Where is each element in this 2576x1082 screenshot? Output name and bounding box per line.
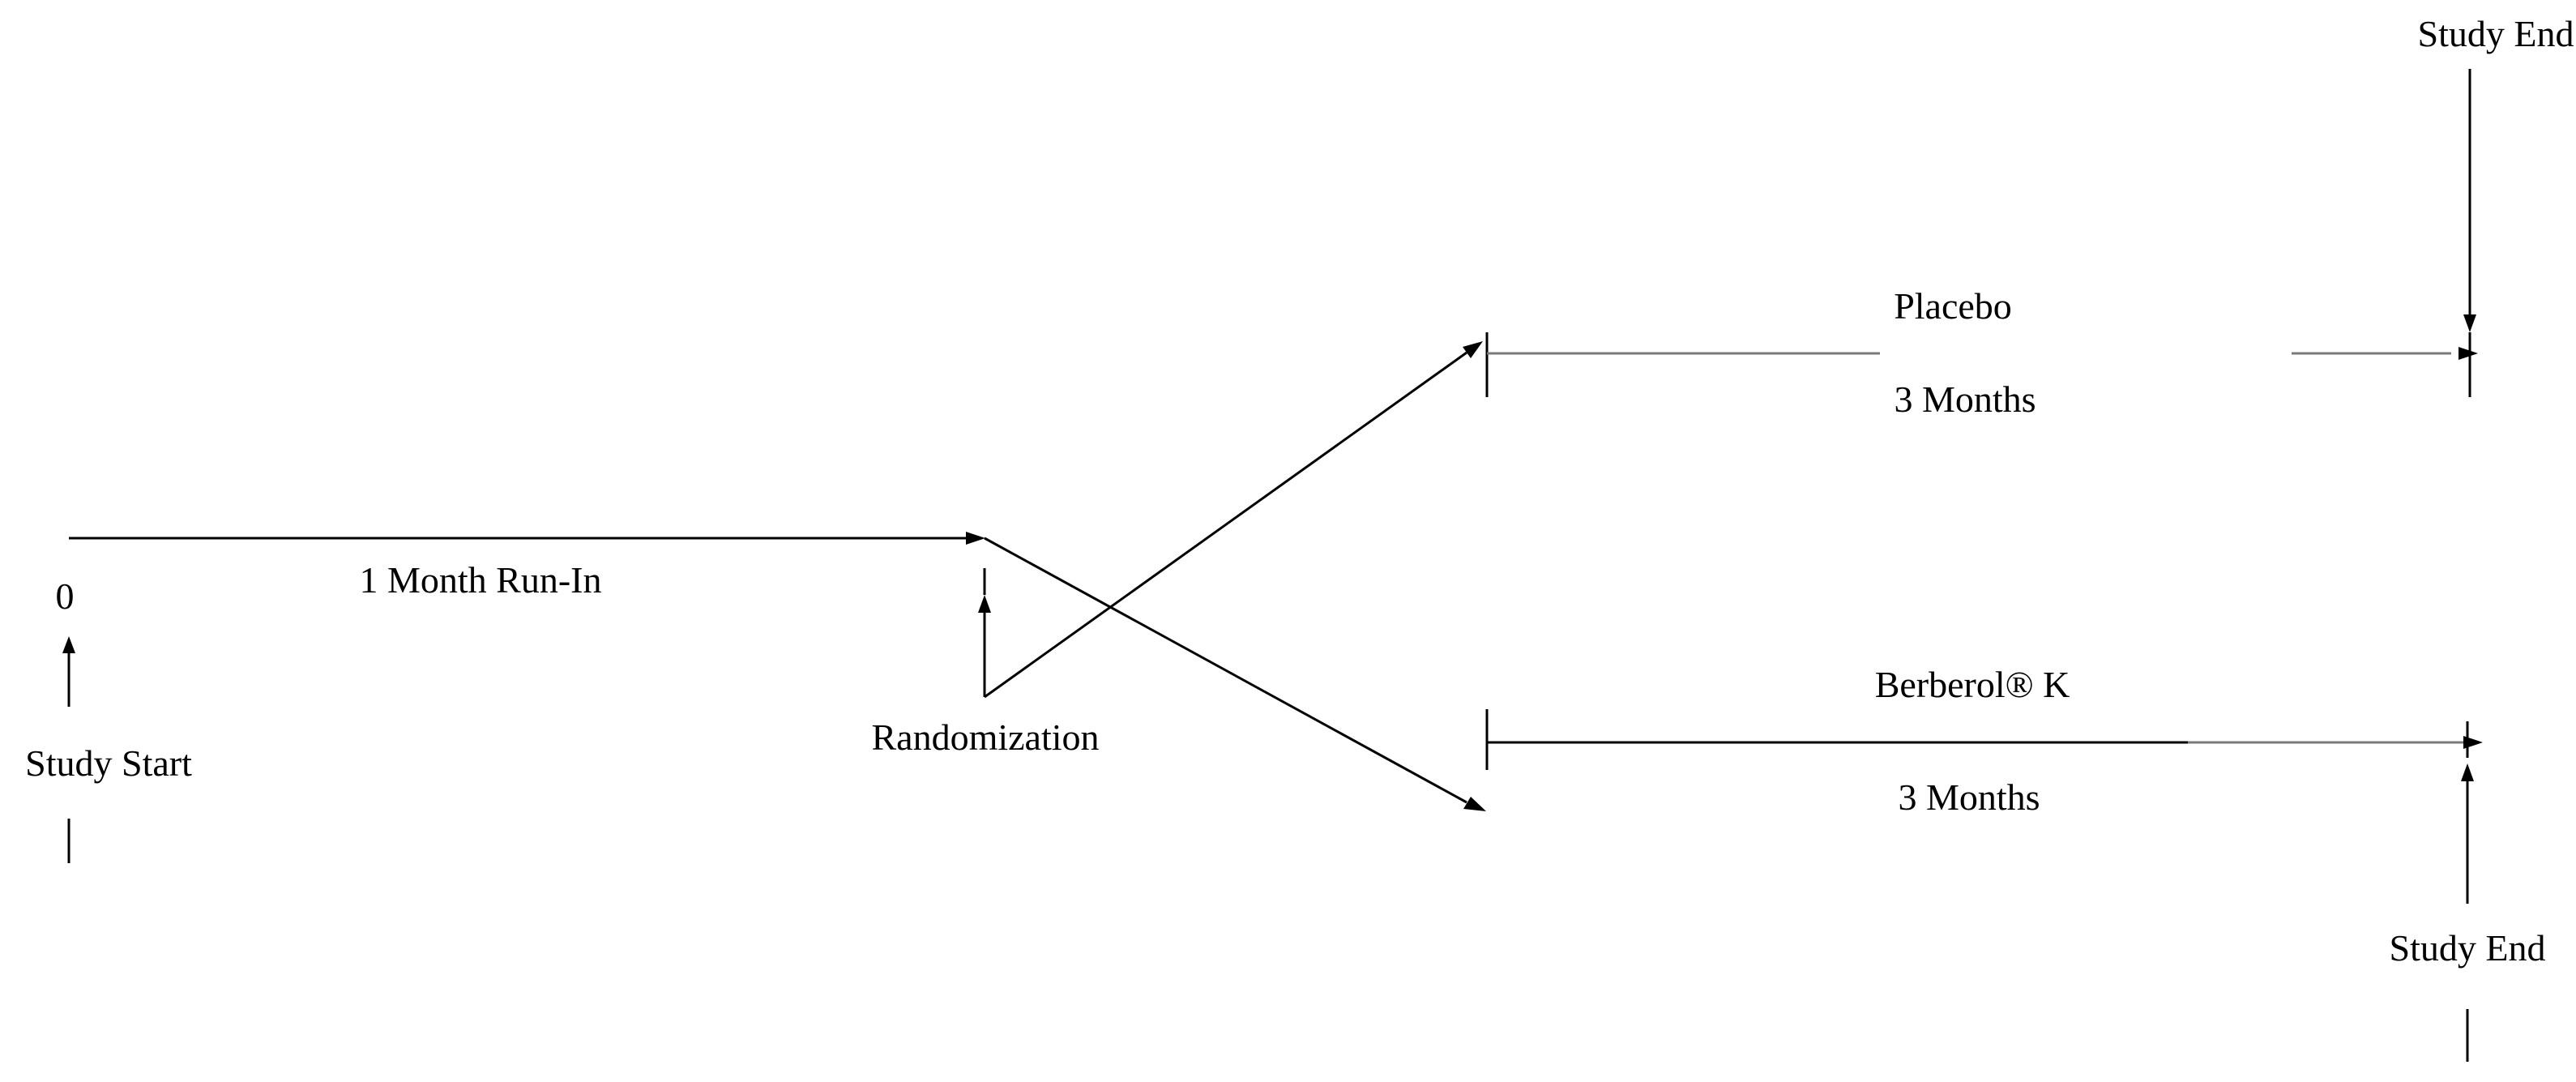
branch-to-placebo-arrowhead — [1463, 341, 1483, 358]
branch-to-berberol-arrowhead — [1463, 797, 1486, 811]
run-in-arrowhead — [966, 532, 985, 545]
run-in-label: 1 Month Run-In — [360, 559, 602, 601]
berberol-label: Berberol® K — [1875, 664, 2070, 705]
placebo-duration-label: 3 Months — [1894, 378, 2036, 420]
time-zero-label: 0 — [56, 575, 75, 617]
study-start-arrowhead — [62, 636, 75, 653]
randomization-arrowhead — [978, 595, 991, 613]
placebo-label: Placebo — [1894, 285, 2012, 327]
berberol-duration-label: 3 Months — [1898, 776, 2040, 818]
study-end-berberol-arrowhead — [2461, 763, 2474, 781]
randomization-label: Randomization — [871, 716, 1099, 758]
branch-to-placebo — [984, 351, 1467, 699]
study-end-berberol-label: Study End — [2390, 927, 2546, 969]
study-end-placebo-label: Study End — [2418, 13, 2574, 54]
placebo-arrowhead — [2459, 347, 2478, 360]
branch-to-berberol — [984, 537, 1467, 804]
study-start-label: Study Start — [25, 742, 192, 784]
study-end-placebo-arrowhead — [2463, 314, 2476, 332]
